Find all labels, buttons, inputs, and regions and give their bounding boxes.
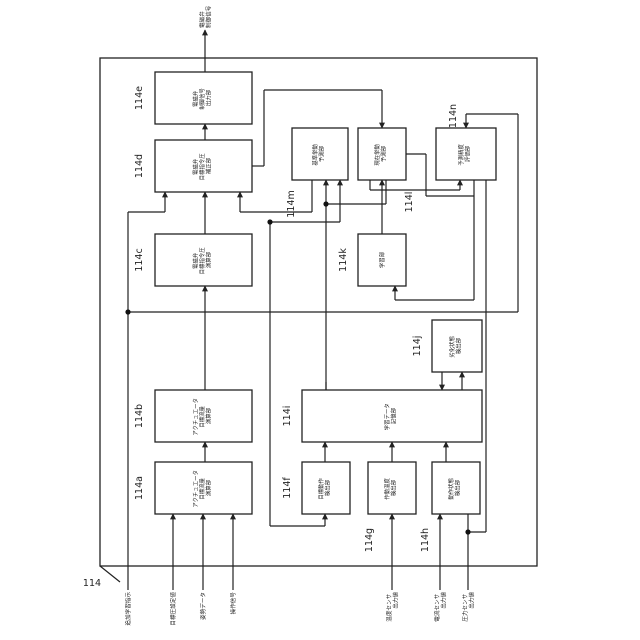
block-114k: 学習部 xyxy=(358,234,406,286)
junction-dot xyxy=(323,201,328,206)
frame-leader xyxy=(100,566,120,582)
ref-114c: 114c xyxy=(134,248,145,271)
input-operation-signal: 操作信号 xyxy=(229,592,237,615)
block-114l: 現在挙動 予測部 xyxy=(358,128,406,180)
ref-114d: 114d xyxy=(134,154,145,178)
block-114d: 電磁弁 目標指令圧 補正部 xyxy=(155,140,252,192)
ref-114b: 114b xyxy=(134,404,145,428)
ref-114i: 114i xyxy=(282,406,293,427)
junction-dot xyxy=(465,529,470,534)
input-current-sensor: 電流センサ 出力値 xyxy=(433,592,448,622)
block-114b: アクチュエータ 目標流量 演算部 xyxy=(155,390,252,442)
input-target-pressure: 目標圧設定値 xyxy=(169,592,177,626)
block-114h: 動作状態 検出部 xyxy=(432,462,480,514)
ref-114h: 114h xyxy=(420,528,431,552)
input-posture-data: 姿勢データ xyxy=(199,592,207,620)
junction-dot xyxy=(125,309,130,314)
block-114c: 電磁弁 目標指令圧 演算部 xyxy=(155,234,252,286)
ref-114e: 114e xyxy=(134,86,145,110)
ref-114a: 114a xyxy=(134,476,145,500)
block-114n: 予測精度 評価部 xyxy=(436,128,496,180)
block-114e: 電磁弁 制御信号 出力部 xyxy=(155,72,252,124)
ref-114g: 114g xyxy=(364,528,375,552)
frame-ref-114: 114 xyxy=(83,578,101,589)
output-valve-control-signal: 電磁弁 制御信号 xyxy=(198,5,213,28)
input-pressure-sensor: 圧力センサ 出力値 xyxy=(461,592,476,622)
block-114i: 学習データ 記憶部 xyxy=(302,390,482,442)
block-114g: 作動温度 検出部 xyxy=(368,462,416,514)
ref-114j: 114j xyxy=(412,336,423,357)
ref-114m: 114m xyxy=(286,190,297,217)
block-114a: アクチュエータ 目標流量 演算部 xyxy=(155,462,252,514)
svg-text:学習部: 学習部 xyxy=(378,251,386,268)
block-114j: 劣化状態 検出部 xyxy=(432,320,482,372)
ref-114k: 114k xyxy=(338,248,349,272)
ref-114f: 114f xyxy=(282,477,293,499)
input-additional-learning: 追加学習指示 xyxy=(124,592,132,626)
junction-dot xyxy=(267,219,272,224)
input-temperature-sensor: 温度センサ 出力値 xyxy=(385,592,400,622)
block-114f: 目標動作 検出部 xyxy=(302,462,350,514)
ref-114n: 114n xyxy=(448,104,459,128)
block-114m: 基準挙動 予測部 xyxy=(292,128,348,180)
ref-114l: 114l xyxy=(404,192,415,213)
